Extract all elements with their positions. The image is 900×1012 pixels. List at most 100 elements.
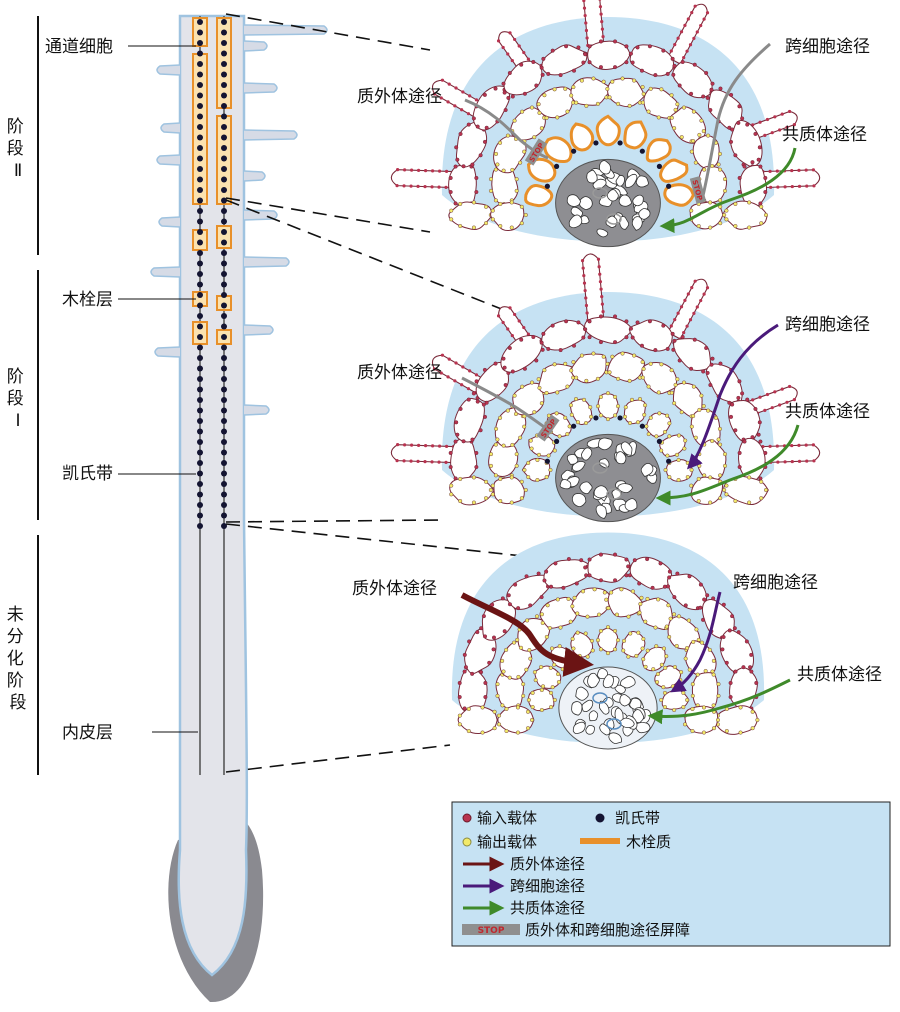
output-carrier-dot bbox=[526, 475, 531, 480]
input-carrier-dot bbox=[790, 168, 794, 173]
output-carrier-dot bbox=[532, 670, 537, 675]
output-carrier-dot bbox=[606, 606, 611, 611]
output-carrier-dot bbox=[673, 382, 678, 387]
output-carrier-dot bbox=[518, 435, 523, 440]
output-carrier-dot bbox=[616, 404, 621, 409]
input-carrier-dot bbox=[491, 647, 496, 652]
casparian-dot bbox=[221, 302, 227, 309]
input-carrier-dot bbox=[501, 45, 505, 50]
output-carrier-dot bbox=[681, 705, 686, 710]
casparian-dot bbox=[197, 229, 203, 235]
input-carrier-dot bbox=[574, 581, 579, 586]
input-carrier-dot bbox=[457, 680, 462, 685]
input-carrier-dot bbox=[395, 184, 399, 188]
yellow-dot-icon bbox=[462, 837, 472, 847]
output-carrier-dot bbox=[539, 665, 544, 670]
output-carrier-dot bbox=[654, 644, 659, 649]
output-carrier-dot bbox=[667, 634, 672, 639]
output-carrier-dot bbox=[548, 665, 553, 670]
output-carrier-dot bbox=[648, 415, 653, 420]
input-carrier-dot bbox=[600, 295, 604, 299]
output-carrier-dot bbox=[504, 729, 509, 734]
output-carrier-dot bbox=[683, 656, 688, 661]
input-carrier-dot bbox=[751, 398, 755, 402]
output-carrier-dot bbox=[657, 411, 662, 416]
input-carrier-dot bbox=[758, 201, 763, 206]
input-carrier-dot bbox=[730, 127, 735, 132]
input-carrier-dot bbox=[667, 569, 672, 574]
output-carrier-dot bbox=[661, 646, 666, 651]
output-carrier-dot bbox=[696, 499, 701, 504]
input-carrier-dot bbox=[630, 60, 635, 65]
output-carrier-dot bbox=[556, 672, 561, 677]
input-carrier-dot bbox=[695, 30, 699, 34]
output-carrier-dot bbox=[679, 410, 684, 415]
casparian-dot bbox=[197, 71, 203, 78]
input-carrier-dot bbox=[639, 68, 644, 73]
output-carrier-dot bbox=[569, 412, 574, 417]
input-carrier-dot bbox=[453, 379, 457, 383]
casparian-dot bbox=[221, 323, 227, 330]
stele-cell bbox=[631, 216, 643, 231]
output-carrier-dot bbox=[598, 647, 603, 652]
output-carrier-dot bbox=[596, 638, 601, 643]
input-carrier-dot bbox=[737, 450, 742, 455]
output-carrier-dot bbox=[498, 499, 503, 504]
output-carrier-dot bbox=[492, 709, 497, 714]
casparian-dot bbox=[197, 208, 203, 214]
casparian-dot bbox=[221, 208, 227, 214]
input-carrier-dot bbox=[587, 44, 592, 49]
output-carrier-dot bbox=[656, 390, 661, 395]
input-carrier-dot bbox=[501, 81, 506, 86]
input-carrier-dot bbox=[749, 669, 754, 674]
root-hair bbox=[154, 346, 181, 358]
input-carrier-dot bbox=[630, 335, 635, 340]
output-carrier-dot bbox=[498, 201, 503, 206]
input-carrier-dot bbox=[448, 450, 453, 455]
input-carrier-dot bbox=[396, 443, 400, 447]
casparian-dot bbox=[197, 428, 203, 435]
output-carrier-dot bbox=[552, 662, 557, 667]
output-carrier-dot bbox=[716, 437, 721, 442]
input-carrier-dot bbox=[804, 168, 808, 172]
input-carrier-dot bbox=[727, 400, 732, 405]
input-carrier-dot bbox=[584, 28, 589, 33]
output-carrier-dot bbox=[716, 693, 721, 698]
input-carrier-dot bbox=[750, 435, 755, 440]
input-carrier-dot bbox=[647, 44, 652, 49]
xylem-cell bbox=[606, 488, 622, 500]
input-carrier-dot bbox=[737, 175, 742, 180]
input-carrier-dot bbox=[576, 45, 581, 50]
output-carrier-dot bbox=[449, 208, 454, 213]
casparian-dot bbox=[221, 145, 227, 151]
output-carrier-dot bbox=[675, 377, 680, 382]
red-dot-icon bbox=[462, 813, 472, 823]
output-carrier-dot bbox=[530, 690, 535, 695]
input-carrier-dot bbox=[584, 21, 588, 25]
input-carrier-dot bbox=[699, 298, 703, 303]
output-carrier-dot bbox=[691, 109, 696, 114]
input-carrier-dot bbox=[482, 367, 487, 372]
input-carrier-dot bbox=[811, 443, 815, 447]
section-stage1-pathways: STOP 跨细胞途径 质外体途径 共质体途径 bbox=[357, 315, 870, 506]
input-carrier-dot bbox=[481, 614, 486, 619]
casparian-dot bbox=[221, 71, 227, 78]
output-carrier-dot bbox=[667, 475, 672, 480]
input-carrier-dot bbox=[461, 365, 465, 369]
output-carrier-dot bbox=[490, 483, 495, 488]
stele-cell bbox=[571, 701, 583, 716]
output-carrier-dot bbox=[638, 601, 643, 606]
casparian-dot bbox=[197, 502, 203, 508]
output-carrier-dot bbox=[536, 377, 541, 382]
input-carrier-dot bbox=[683, 298, 687, 302]
output-carrier-dot bbox=[498, 415, 503, 420]
stele-cell bbox=[617, 483, 634, 493]
input-carrier-dot bbox=[736, 630, 741, 635]
input-carrier-dot bbox=[745, 397, 750, 402]
output-carrier-dot bbox=[498, 224, 503, 229]
input-carrier-dot bbox=[671, 347, 676, 352]
stele-cell bbox=[571, 493, 587, 507]
input-carrier-dot bbox=[765, 117, 770, 122]
input-carrier-dot bbox=[546, 71, 551, 76]
input-carrier-dot bbox=[624, 319, 629, 324]
